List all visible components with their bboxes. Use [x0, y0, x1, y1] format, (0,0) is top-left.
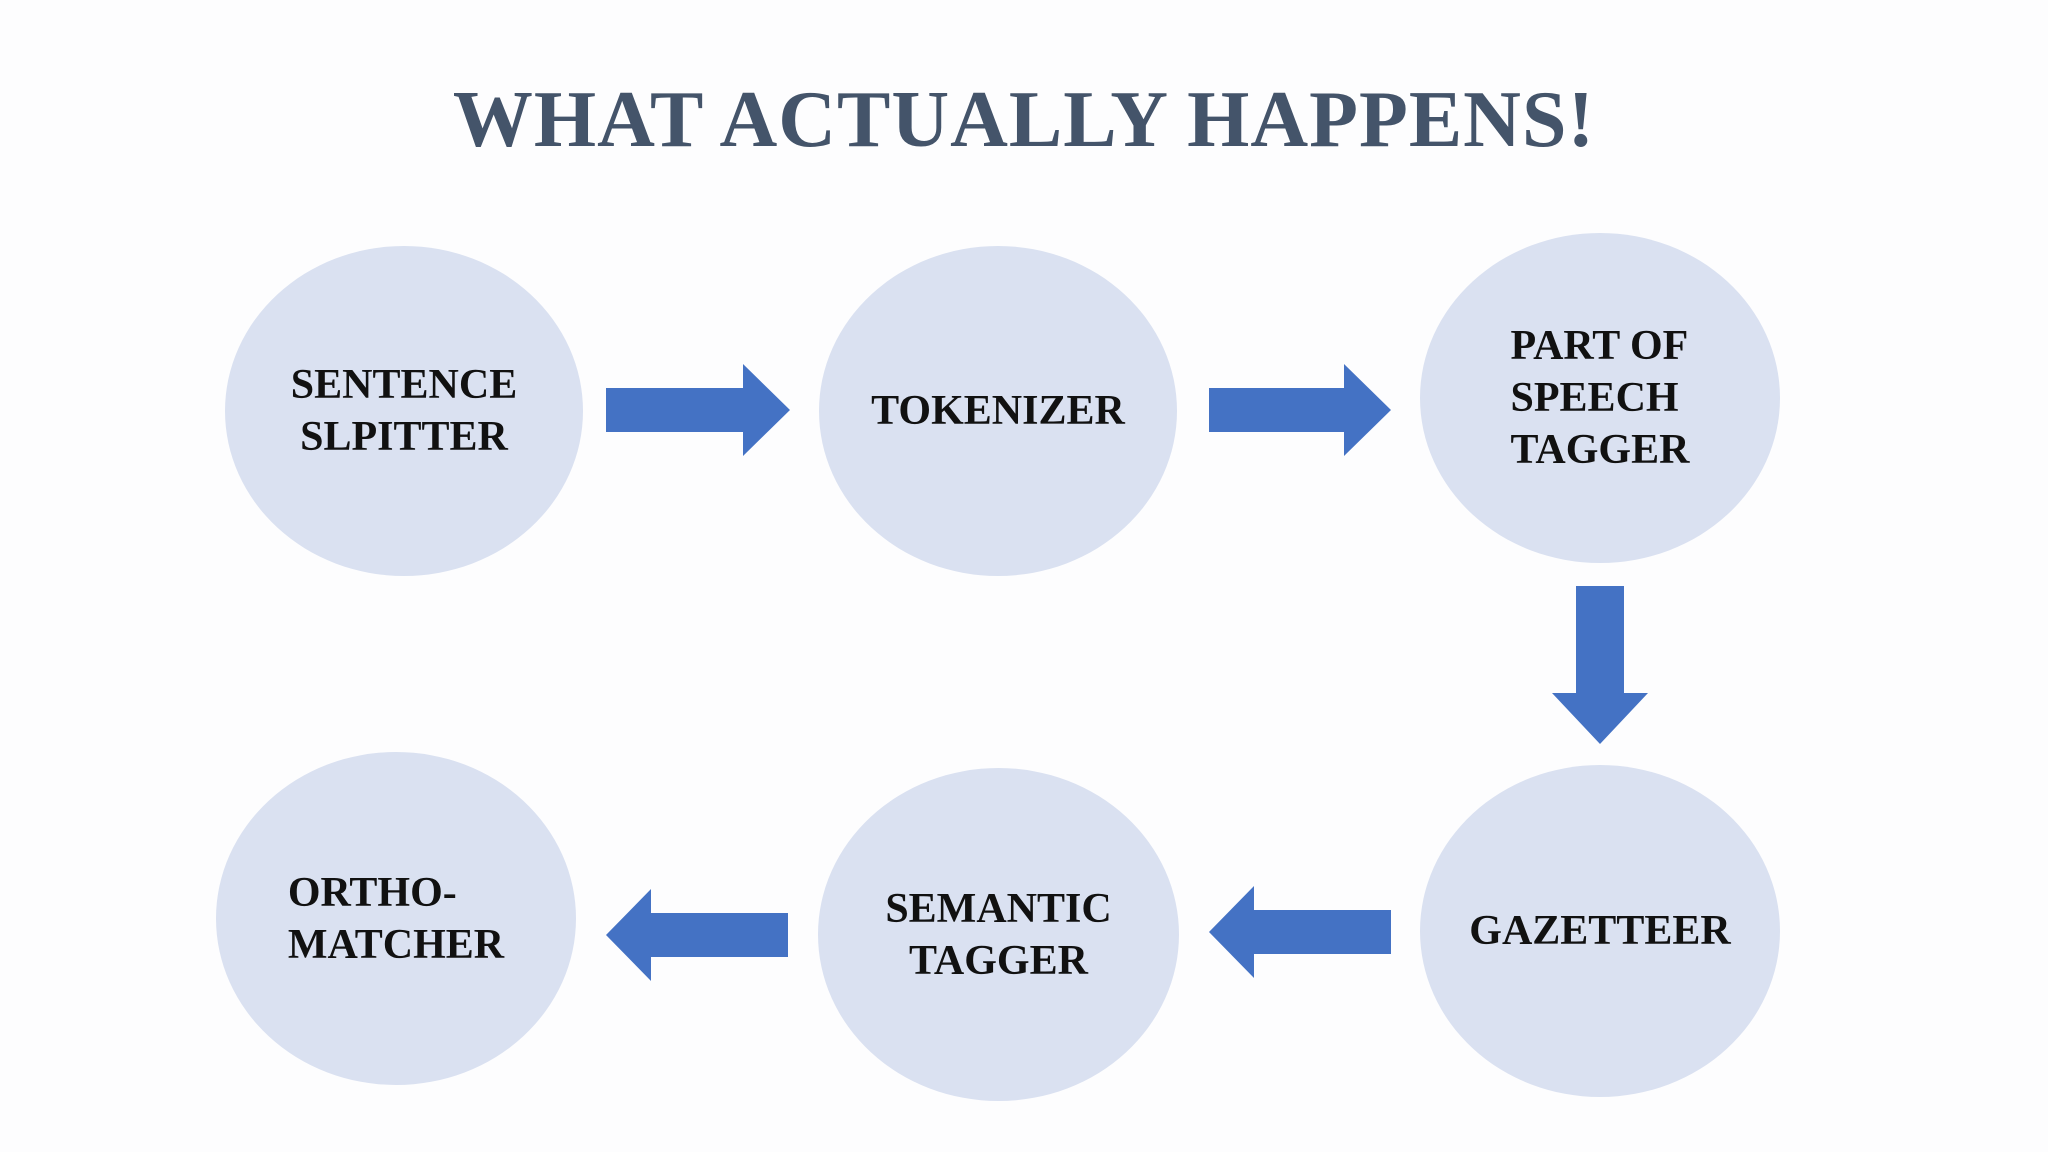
- node-label-sentence-splitter: SENTENCE SLPITTER: [290, 362, 518, 460]
- node-ortho-matcher: ORTHO- MATCHER: [216, 752, 576, 1085]
- arrow-down-icon: [1552, 586, 1648, 744]
- slide-title: WHAT ACTUALLY HAPPENS!: [452, 76, 1596, 164]
- arrow-left-icon: [606, 889, 788, 981]
- node-gazetteer: GAZETTEER: [1420, 765, 1780, 1097]
- arrow-right-icon: [606, 364, 790, 456]
- node-pos-tagger: PART OF SPEECH TAGGER: [1420, 233, 1780, 563]
- node-label-ortho-matcher: ORTHO- MATCHER: [287, 869, 505, 968]
- node-label-tokenizer: TOKENIZER: [871, 388, 1125, 434]
- node-label-pos-tagger: PART OF SPEECH TAGGER: [1510, 323, 1690, 473]
- node-label-semantic-tagger: SEMANTIC TAGGER: [885, 885, 1112, 984]
- node-sentence-splitter: SENTENCE SLPITTER: [225, 246, 583, 576]
- node-semantic-tagger: SEMANTIC TAGGER: [818, 768, 1179, 1101]
- arrow-right-icon: [1209, 364, 1391, 456]
- node-tokenizer: TOKENIZER: [819, 246, 1177, 576]
- arrow-left-icon: [1209, 886, 1391, 978]
- node-label-gazetteer: GAZETTEER: [1469, 908, 1731, 954]
